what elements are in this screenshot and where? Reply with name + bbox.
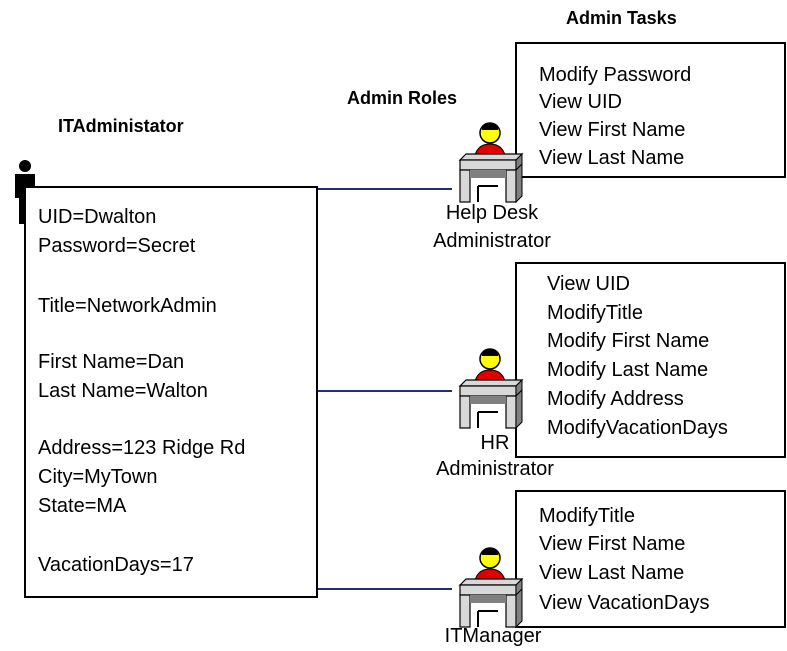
task-item: Modify First Name <box>547 330 710 352</box>
role-label-line1: ITManager <box>444 625 542 647</box>
task-item: View Last Name <box>539 562 685 584</box>
task-item: ModifyTitle <box>547 302 643 324</box>
attribute-city: City=MyTown <box>38 466 158 488</box>
role-label-line2: Administrator <box>433 230 551 252</box>
attribute-uid: UID=Dwalton <box>38 206 157 228</box>
task-item: Modify Last Name <box>547 359 709 381</box>
connector-hr <box>318 390 452 392</box>
task-item: View First Name <box>539 533 686 555</box>
connector-help-desk <box>318 188 452 190</box>
hr-tasks-box: View UID ModifyTitle Modify First Name M… <box>515 262 786 458</box>
desk-worker-icon <box>458 122 524 204</box>
task-item: View Last Name <box>539 147 685 169</box>
it-manager-tasks-box: ModifyTitle View First Name View Last Na… <box>515 490 786 628</box>
attribute-first-name: First Name=Dan <box>38 351 185 373</box>
task-item: ModifyVacationDays <box>547 417 728 439</box>
desk-worker-icon <box>458 348 524 430</box>
attribute-vacation-days: VacationDays=17 <box>38 554 194 576</box>
user-attributes-box: UID=Dwalton Password=Secret Title=Networ… <box>24 186 318 598</box>
help-desk-tasks-box: Modify Password View UID View First Name… <box>515 42 786 178</box>
admin-tasks-heading: Admin Tasks <box>566 8 677 28</box>
attribute-password: Password=Secret <box>38 235 196 257</box>
attribute-state: State=MA <box>38 495 127 517</box>
role-label-line1: HR <box>480 432 510 454</box>
task-item: View UID <box>539 91 622 113</box>
task-item: Modify Password <box>539 64 692 86</box>
connector-it-manager <box>318 588 452 590</box>
task-item: ModifyTitle <box>539 505 635 527</box>
task-item: Modify Address <box>547 388 684 410</box>
role-label-line1: Help Desk <box>445 202 539 224</box>
task-item: View UID <box>547 273 630 295</box>
task-item: View First Name <box>539 119 686 141</box>
attribute-title: Title=NetworkAdmin <box>38 295 217 317</box>
admin-roles-heading: Admin Roles <box>347 88 458 108</box>
attribute-address: Address=123 Ridge Rd <box>38 437 246 459</box>
it-administrator-heading: ITAdministator <box>58 116 184 136</box>
desk-worker-icon <box>458 547 524 629</box>
role-label-line2: Administrator <box>436 458 554 480</box>
task-item: View VacationDays <box>539 592 710 614</box>
attribute-last-name: Last Name=Walton <box>38 380 208 402</box>
